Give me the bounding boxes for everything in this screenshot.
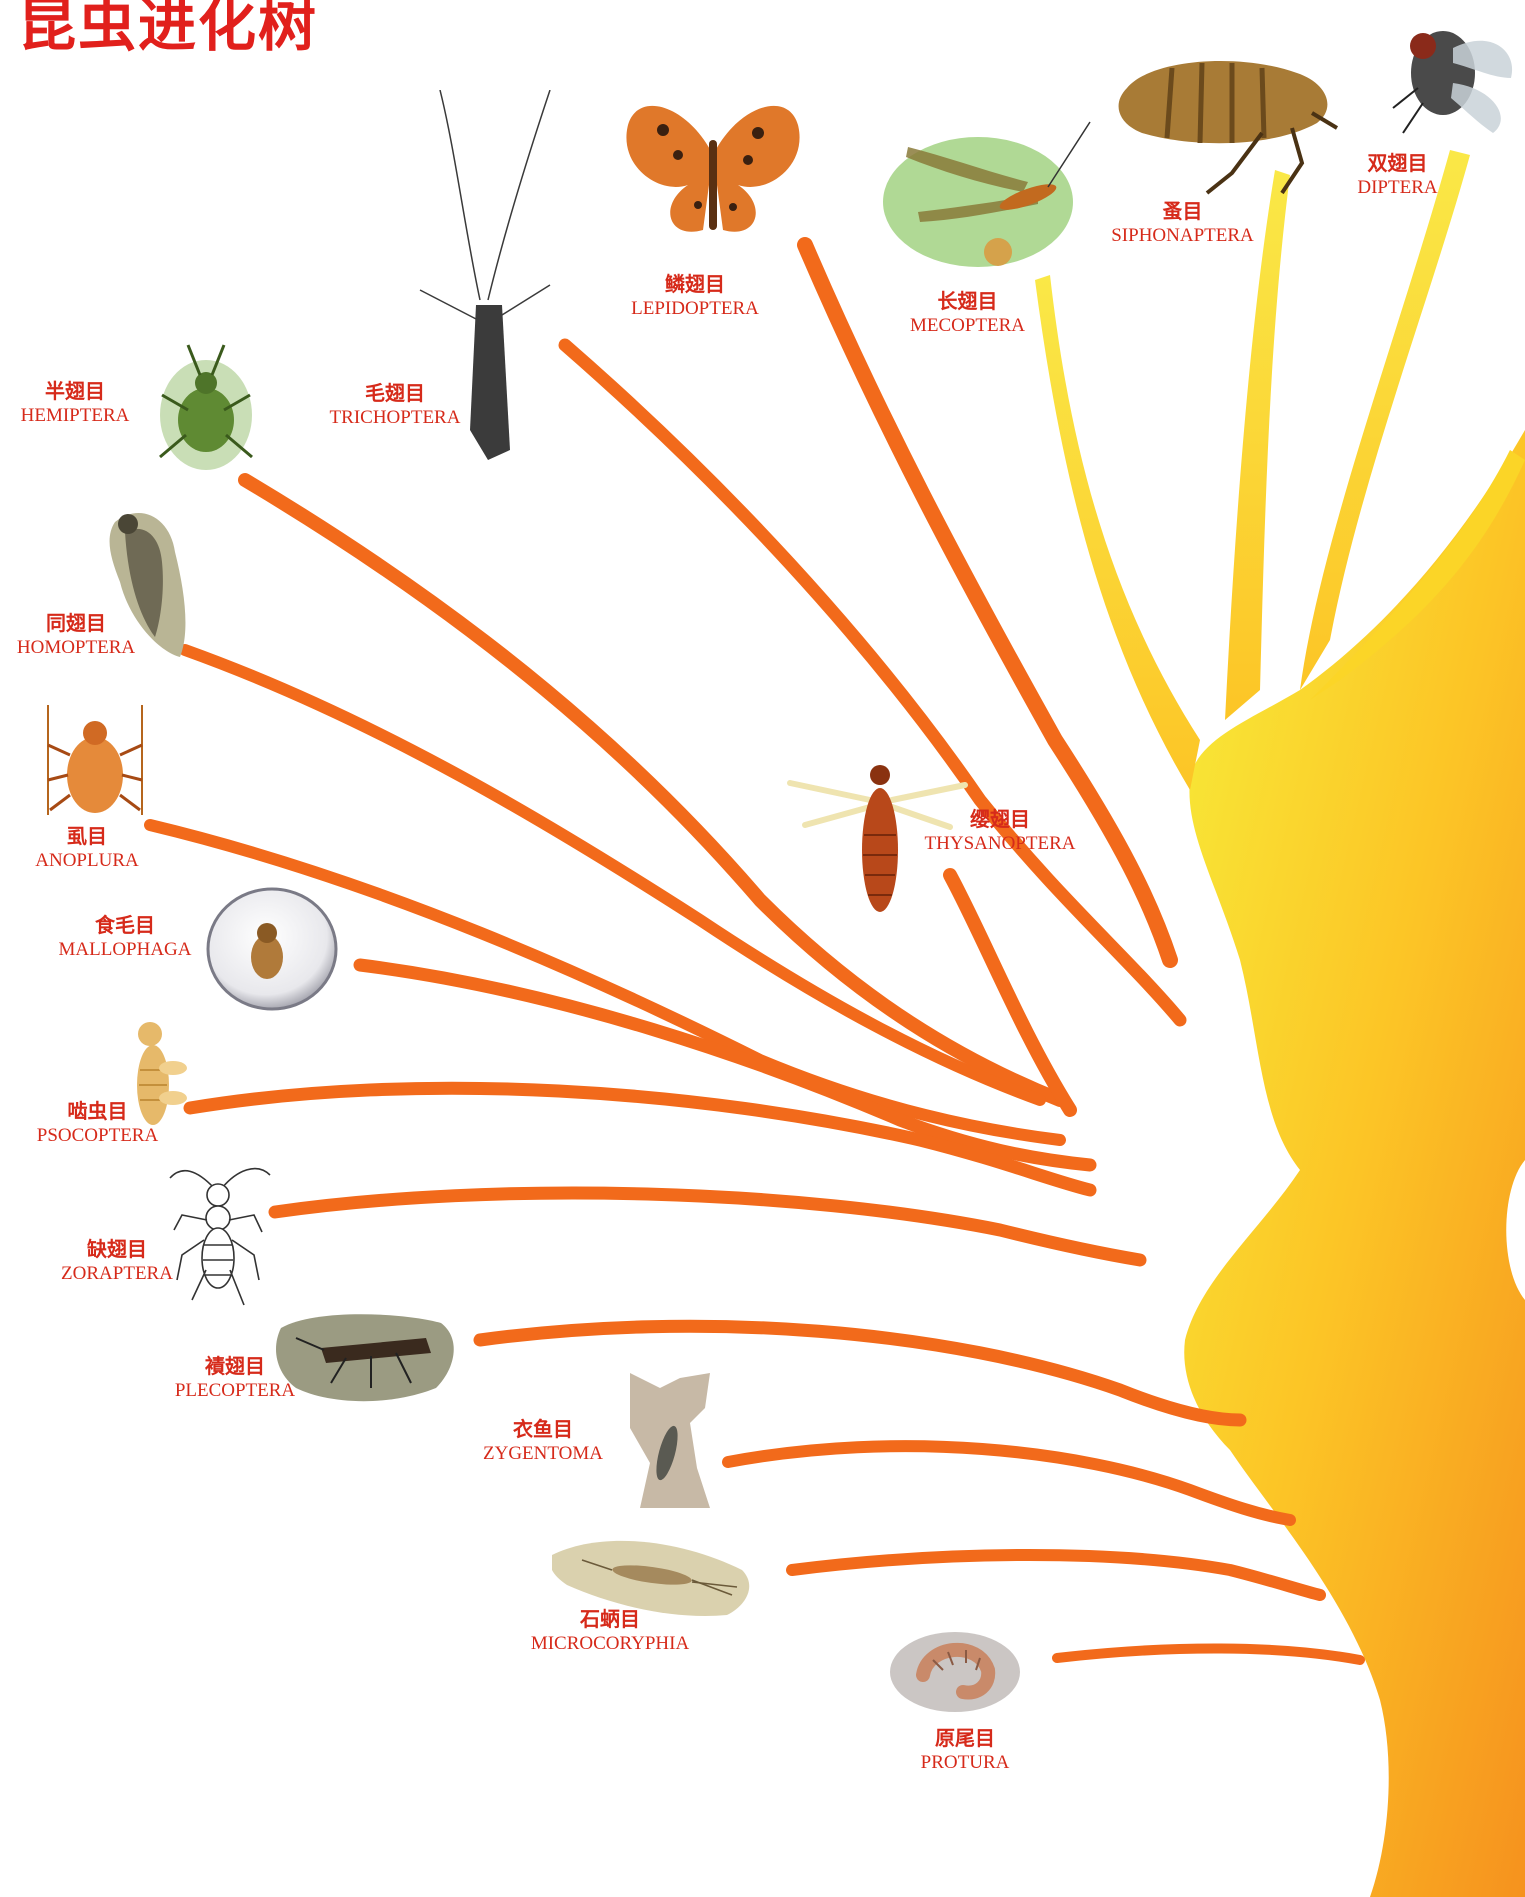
label-en: THYSANOPTERA bbox=[910, 833, 1090, 855]
label-zh: 缺翅目 bbox=[42, 1238, 192, 1261]
label-en: PROTURA bbox=[890, 1752, 1040, 1774]
proturan-icon bbox=[888, 1630, 1023, 1719]
branch-plecoptera bbox=[480, 1326, 1240, 1420]
label-en: DIPTERA bbox=[1340, 177, 1455, 199]
label-en: HEMIPTERA bbox=[0, 405, 150, 427]
label-en: HOMOPTERA bbox=[0, 637, 152, 659]
label-zh: 啮虫目 bbox=[20, 1100, 175, 1123]
label-zh: 长翅目 bbox=[885, 290, 1050, 313]
label-zh: 双翅目 bbox=[1340, 152, 1455, 175]
stink-bug-icon bbox=[148, 335, 263, 499]
branch-zoraptera bbox=[275, 1193, 1140, 1260]
branch-protura bbox=[1057, 1648, 1360, 1660]
louse-icon bbox=[40, 705, 150, 829]
label-en: PSOCOPTERA bbox=[20, 1125, 175, 1147]
label-zh: 同翅目 bbox=[0, 612, 152, 635]
branch-mecoptera bbox=[1035, 275, 1200, 790]
label-zh: 衣鱼目 bbox=[468, 1418, 618, 1441]
silverfish-icon bbox=[625, 1368, 715, 1517]
label-zh: 缨翅目 bbox=[910, 808, 1090, 831]
label-zh: 原尾目 bbox=[890, 1727, 1040, 1750]
branch-zygentoma bbox=[728, 1446, 1290, 1520]
label-zh: 半翅目 bbox=[0, 380, 150, 403]
label-zh: 蚤目 bbox=[1095, 200, 1270, 223]
flea-icon bbox=[1112, 48, 1352, 202]
scorpionfly-icon bbox=[878, 112, 1093, 281]
label-zh: 鳞翅目 bbox=[615, 273, 775, 296]
branch-microcoryphia bbox=[792, 1555, 1320, 1595]
chewing-louse-icon bbox=[205, 887, 340, 1016]
zorapteran-icon bbox=[162, 1160, 277, 1314]
label-en: ZORAPTERA bbox=[42, 1263, 192, 1285]
label-en: TRICHOPTERA bbox=[315, 407, 475, 429]
label-en: ANOPLURA bbox=[12, 850, 162, 872]
label-en: ZYGENTOMA bbox=[468, 1443, 618, 1465]
label-zh: 虱目 bbox=[12, 825, 162, 848]
label-en: LEPIDOPTERA bbox=[615, 298, 775, 320]
label-en: MECOPTERA bbox=[885, 315, 1050, 337]
label-zh: 食毛目 bbox=[45, 914, 205, 937]
label-zh: 毛翅目 bbox=[315, 382, 475, 405]
label-en: MICROCORYPHIA bbox=[510, 1633, 710, 1655]
label-en: MALLOPHAGA bbox=[45, 939, 205, 961]
label-en: PLECOPTERA bbox=[160, 1380, 310, 1402]
label-zh: 石蛃目 bbox=[510, 1608, 710, 1631]
label-en: SIPHONAPTERA bbox=[1095, 225, 1270, 247]
branch-siphonaptera bbox=[1225, 170, 1290, 720]
label-zh: 襀翅目 bbox=[160, 1355, 310, 1378]
page-title: 昆虫进化树 bbox=[18, 0, 318, 62]
fly-icon bbox=[1383, 8, 1523, 142]
butterfly-icon bbox=[618, 85, 808, 249]
